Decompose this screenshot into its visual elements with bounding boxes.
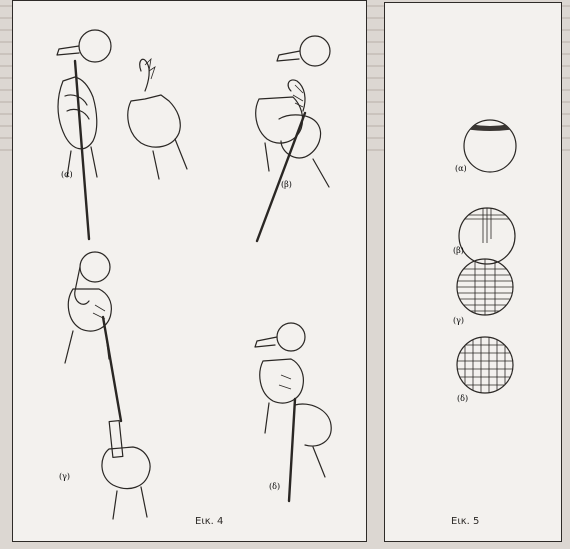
figure-5-panel: (α) (β): [384, 2, 562, 542]
figure-5d-circle: [456, 336, 514, 394]
figure-4d-illustration: [254, 322, 332, 503]
figure-5-drawing: (α) (β): [453, 119, 517, 403]
figure-4a-label: (α): [61, 170, 73, 179]
figure-4-panel: (α) (β) (γ): [12, 0, 367, 542]
figure-4c-label: (γ): [59, 472, 70, 481]
figure-5d-label: (δ): [457, 394, 468, 403]
figure-5a-label: (α): [455, 164, 467, 173]
figure-5c-label: (γ): [453, 316, 464, 325]
figure-4-caption: Εικ. 4: [195, 516, 224, 527]
figure-4a-illustration: [56, 29, 188, 241]
figure-4b-label: (β): [281, 180, 292, 189]
figure-4b-illustration: [255, 35, 331, 243]
figure-5c-circle: [456, 258, 514, 316]
figure-5b-label: (β): [453, 246, 464, 255]
figure-5-caption: Εικ. 5: [451, 516, 480, 527]
figure-5a-circle: [463, 119, 517, 173]
figure-5b-circle: [458, 207, 516, 265]
figure-4d-label: (δ): [269, 482, 280, 491]
figure-4c-illustration: [64, 251, 151, 520]
figure-4-drawing: (α) (β) (γ): [56, 29, 332, 520]
